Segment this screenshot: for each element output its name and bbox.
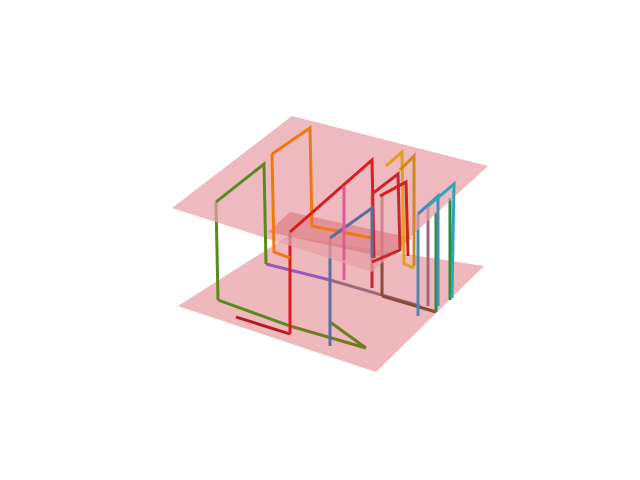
route-green-upper [215, 160, 268, 265]
top-layer-plane [172, 116, 488, 272]
route-gold-upper [385, 148, 415, 270]
upper-routes [215, 125, 456, 306]
route-brown-bottom [381, 294, 437, 314]
route-olive-long [289, 324, 367, 350]
route-olive-bottom [235, 315, 291, 336]
overlap-region [268, 212, 412, 258]
route-steel-upper [427, 180, 456, 299]
route-amber-upper [398, 152, 416, 266]
route-green-bottom [217, 298, 291, 328]
route-slate-bottom [329, 320, 367, 350]
route-crimson-upper [371, 171, 402, 264]
route-orange-down [270, 153, 291, 260]
route-purple-bottom [265, 262, 331, 282]
route-red-right [379, 179, 410, 257]
route-orange-upper [271, 125, 373, 240]
